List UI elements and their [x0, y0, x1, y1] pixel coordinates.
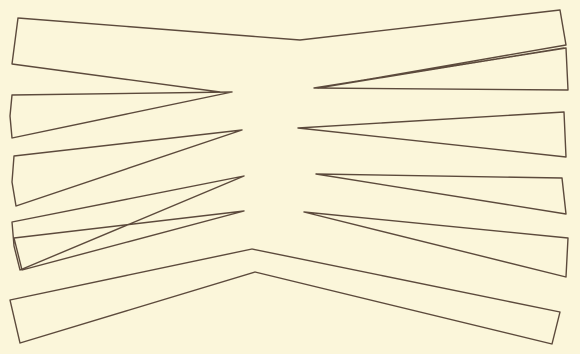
figure-canvas [0, 0, 580, 354]
